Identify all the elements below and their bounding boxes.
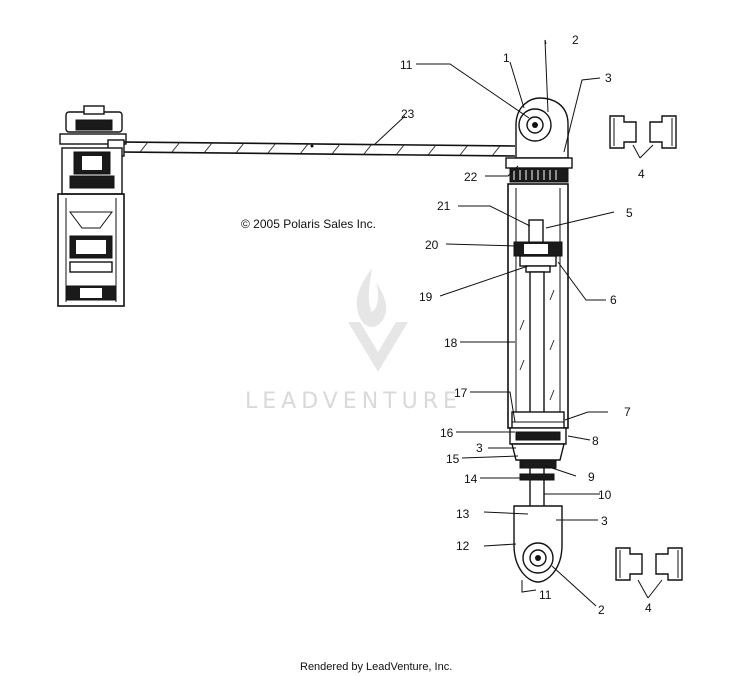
- remote-reservoir: [57, 105, 127, 307]
- shock-body: [505, 97, 573, 583]
- copyright-text: © 2005 Polaris Sales Inc.: [241, 217, 376, 231]
- callout-1: 1: [503, 51, 510, 65]
- callout-2-top: 2: [572, 33, 579, 47]
- callout-17: 17: [454, 386, 468, 400]
- callout-11-top: 11: [400, 58, 413, 72]
- callout-21: 21: [437, 199, 451, 213]
- callout-8: 8: [592, 434, 599, 448]
- callout-3-mid: 3: [476, 441, 483, 455]
- callout-15: 15: [446, 452, 460, 466]
- watermark-flame-icon: [356, 268, 387, 327]
- callout-4-bottom: 4: [645, 601, 652, 615]
- watermark-text: LEADVENTURE: [245, 389, 462, 414]
- callout-3-low: 3: [601, 514, 608, 528]
- callout-10: 10: [598, 488, 612, 502]
- callout-14: 14: [464, 472, 478, 486]
- callout-18: 18: [444, 336, 458, 350]
- callout-11-bottom: 11: [539, 588, 552, 602]
- callout-7: 7: [624, 405, 631, 419]
- callout-22: 22: [464, 170, 478, 184]
- reservoir-hose: [123, 141, 516, 157]
- callout-12: 12: [456, 539, 470, 553]
- callout-2-bottom: 2: [598, 603, 605, 617]
- callout-16: 16: [440, 426, 454, 440]
- callout-4-top: 4: [638, 167, 645, 181]
- callout-labels: 11 1 2 3 23 4 22 21 5 20 19 6 18 17 7 16…: [400, 33, 652, 617]
- callout-20: 20: [425, 238, 439, 252]
- bushing-pair-top: [609, 115, 677, 149]
- callout-5: 5: [626, 206, 633, 220]
- callout-19: 19: [419, 290, 433, 304]
- bushing-pair-bottom: [615, 547, 683, 581]
- leadventure-watermark: LEADVENTURE: [245, 268, 462, 414]
- callout-3-top: 3: [605, 71, 612, 85]
- watermark-v-icon: [348, 322, 408, 372]
- callout-6: 6: [610, 293, 617, 307]
- callout-13: 13: [456, 507, 470, 521]
- callout-23: 23: [401, 107, 415, 121]
- footer-credit: Rendered by LeadVenture, Inc.: [300, 661, 452, 673]
- leader-lines: [374, 39, 663, 607]
- callout-9: 9: [588, 470, 595, 484]
